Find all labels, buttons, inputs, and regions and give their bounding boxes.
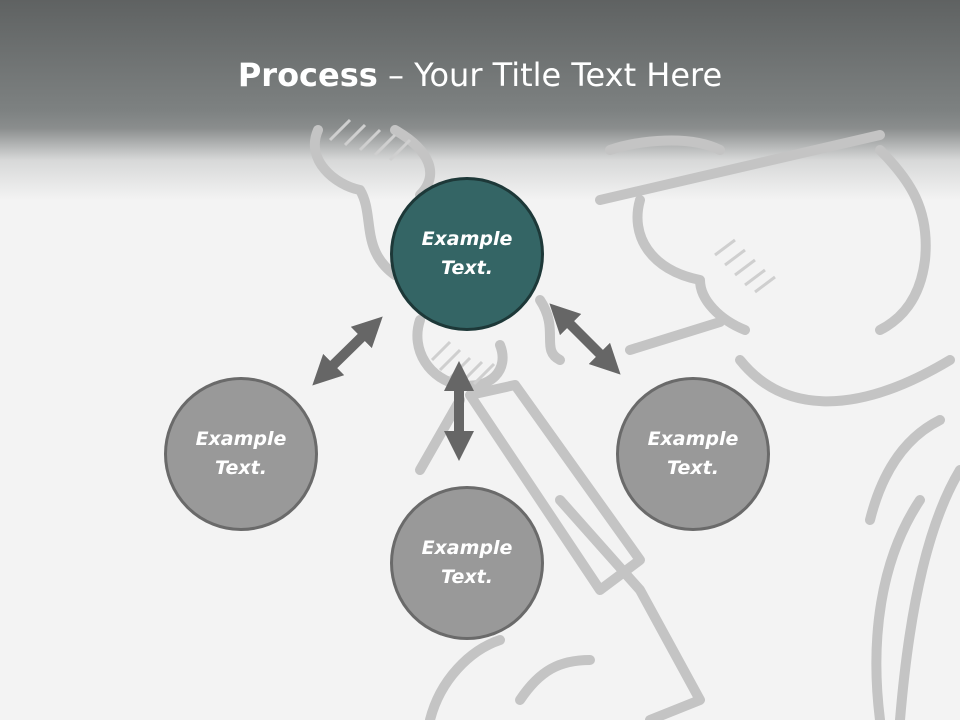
node-left-line1: Example — [195, 428, 287, 450]
node-right-line1: Example — [647, 428, 739, 450]
node-center-line1: Example — [421, 228, 513, 250]
title-strong: Process — [237, 56, 378, 94]
node-right[interactable]: Example Text. — [616, 377, 770, 531]
node-center-label: Example Text. — [407, 225, 527, 283]
node-bottom[interactable]: Example Text. — [390, 486, 544, 640]
node-center[interactable]: Example Text. — [390, 177, 544, 331]
node-left-line2: Text. — [215, 457, 267, 479]
node-bottom-line1: Example — [421, 537, 513, 559]
title-bar — [0, 0, 960, 200]
title-separator: – — [377, 56, 415, 94]
node-right-line2: Text. — [667, 457, 719, 479]
node-center-line2: Text. — [441, 257, 493, 279]
node-right-label: Example Text. — [633, 425, 753, 483]
slide-title: Process – Your Title Text Here — [0, 52, 960, 98]
node-left-label: Example Text. — [181, 425, 301, 483]
node-bottom-line2: Text. — [441, 566, 493, 588]
node-left[interactable]: Example Text. — [164, 377, 318, 531]
node-bottom-label: Example Text. — [407, 534, 527, 592]
title-rest: Your Title Text Here — [414, 56, 723, 94]
